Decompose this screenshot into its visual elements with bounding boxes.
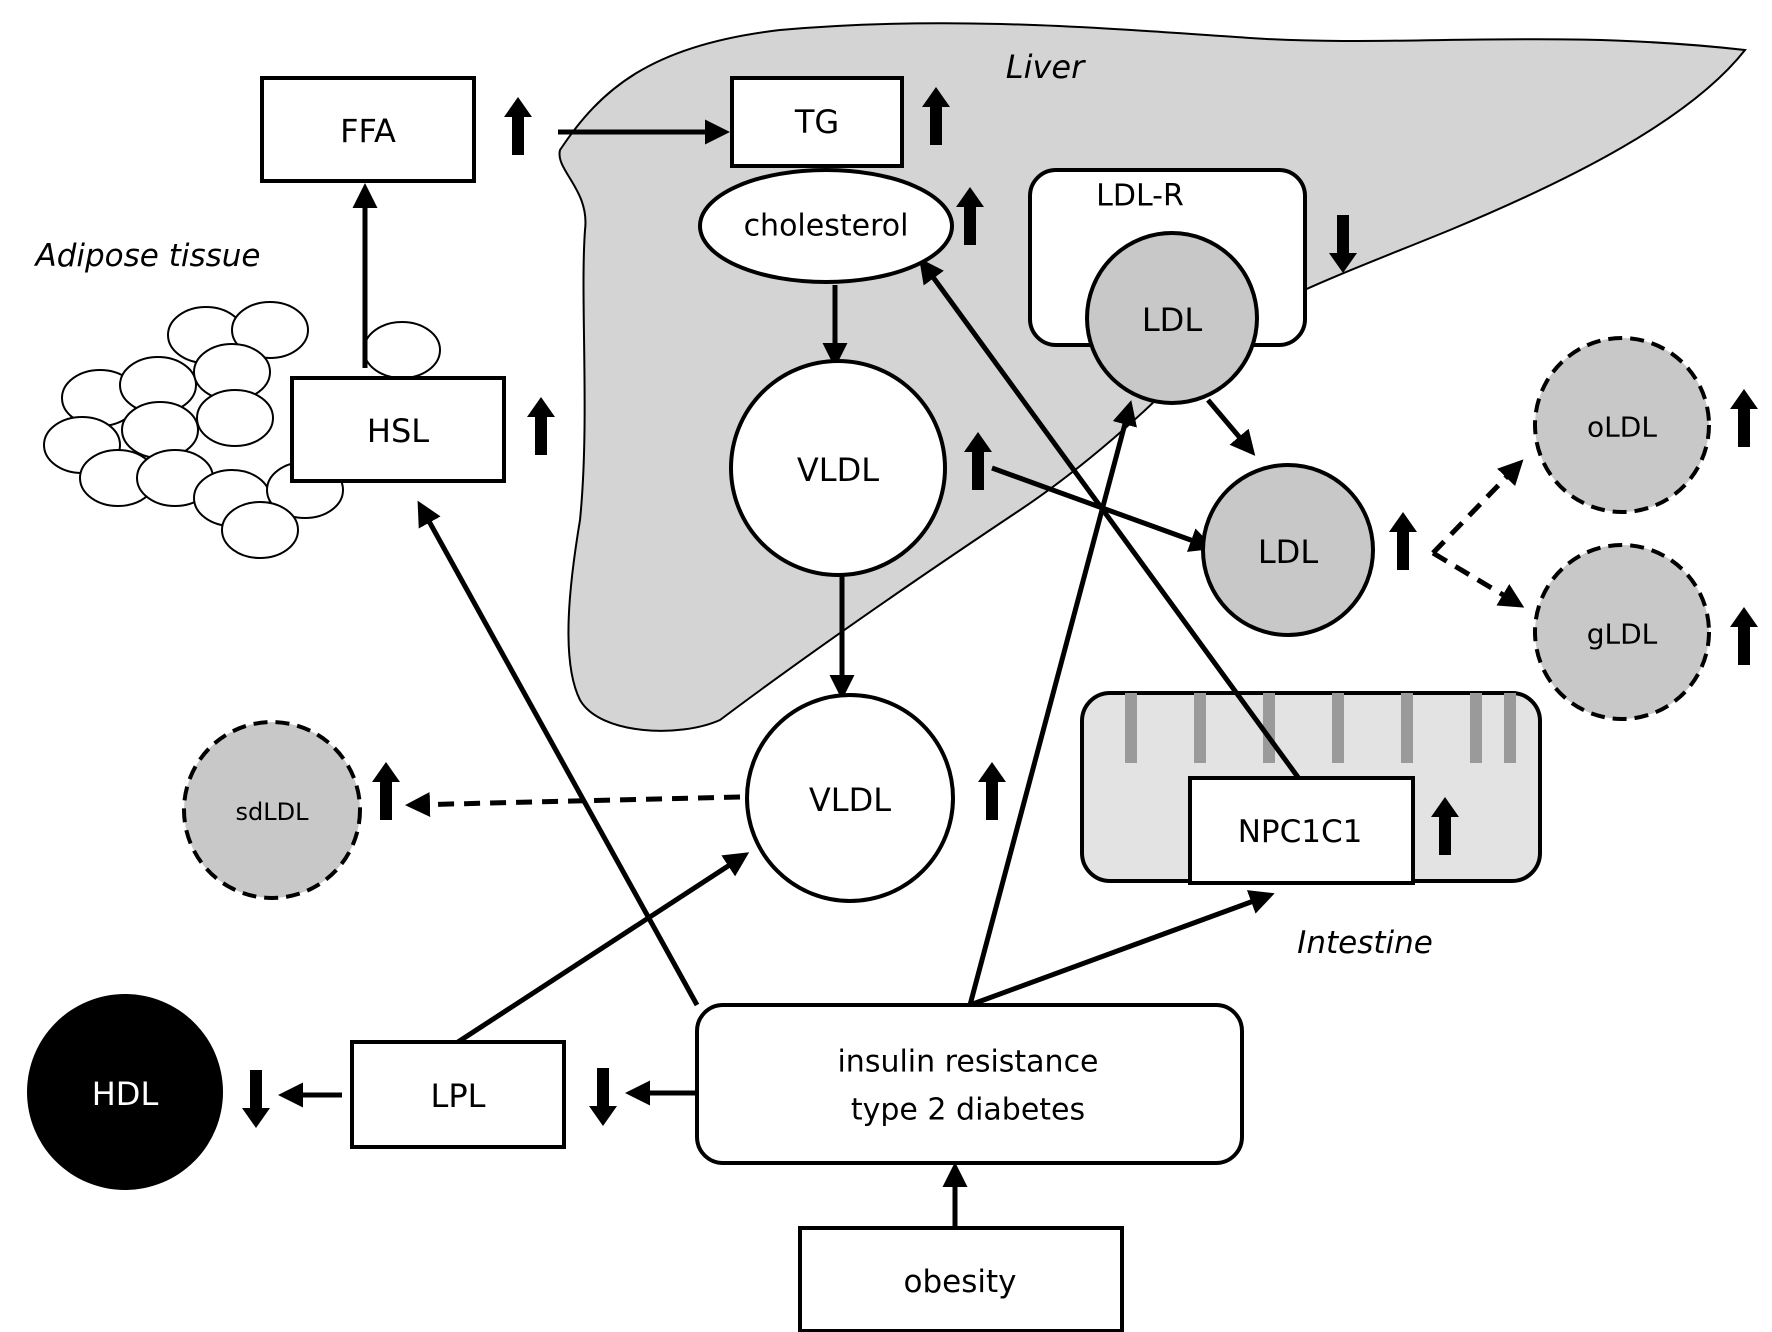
- ldl-receptor-bound-label: LDL: [1142, 301, 1202, 339]
- tg-label: TG: [794, 103, 839, 141]
- oldl-trend-arrow: [1730, 389, 1758, 447]
- npc1c1-to-cholesterol-arrow: [919, 257, 1303, 782]
- npc1c1-box: [1188, 776, 1415, 885]
- sdldl-particle: [182, 720, 362, 900]
- hdl-label: HDL: [92, 1075, 159, 1113]
- hsl-box: [290, 376, 506, 483]
- ffa-label: FFA: [340, 112, 396, 150]
- ldl-blood-trend-arrow: [1389, 512, 1417, 570]
- insulin-to-npc1c1-arrow: [969, 890, 1275, 1008]
- vldl-liver-label: VLDL: [797, 451, 879, 489]
- vldl-to-sdldl-arrow: [405, 792, 741, 818]
- vldl-blood-label: VLDL: [809, 781, 891, 819]
- gldl-particle: [1533, 543, 1711, 721]
- hsl-trend-arrow: [527, 397, 555, 455]
- ldl-blood-label: LDL: [1258, 533, 1318, 571]
- insulin-resistance-box: [695, 1003, 1244, 1165]
- lpl-to-vldl-arrow: [456, 852, 750, 1045]
- sdldl-trend-arrow: [372, 762, 400, 820]
- gldl-label: gLDL: [1587, 618, 1658, 651]
- vldl-blood-trend-arrow: [978, 762, 1006, 820]
- vldl-liver-particle: [729, 359, 947, 577]
- lpl-box: [350, 1040, 566, 1149]
- lpl-label: LPL: [431, 1077, 486, 1115]
- sdldl-label: sdLDL: [236, 798, 310, 826]
- ldl-to-oldl-arrow: [1431, 459, 1524, 555]
- cholesterol-label: cholesterol: [744, 209, 909, 244]
- obesity-box: [798, 1226, 1124, 1332]
- lpl-trend-arrow: [589, 1068, 617, 1126]
- oldl-label: oLDL: [1587, 411, 1657, 444]
- hdl-trend-arrow: [242, 1070, 270, 1128]
- liver-label: Liver: [1006, 48, 1086, 86]
- connectors: [278, 119, 1525, 1227]
- insulin-to-hsl-arrow: [417, 500, 700, 1007]
- tg-box: [730, 76, 904, 168]
- insulin-resistance-line1: insulin resistance: [837, 1045, 1098, 1080]
- adipose-tissue-cells: [43, 301, 441, 559]
- ldl-receptor-label: LDL-R: [1096, 179, 1184, 214]
- gldl-trend-arrow: [1730, 607, 1758, 665]
- vldl-blood-particle: [745, 693, 955, 903]
- npc1c1-label: NPC1C1: [1238, 814, 1363, 850]
- hsl-label: HSL: [367, 412, 429, 450]
- cholesterol-node: [698, 168, 954, 284]
- adipose-tissue-label: Adipose tissue: [33, 238, 260, 274]
- ldl-receptor-to-ldl-arrow: [1206, 398, 1256, 456]
- ffa-box: [260, 76, 476, 183]
- intestine-label: Intestine: [1297, 925, 1433, 961]
- oldl-particle: [1533, 336, 1711, 514]
- obesity-label: obesity: [904, 1264, 1017, 1300]
- insulin-to-ldl-receptor-arrow: [967, 400, 1137, 1006]
- ffa-trend-arrow: [504, 97, 532, 155]
- insulin-resistance-line2: type 2 diabetes: [851, 1093, 1085, 1128]
- ldl-blood-particle: [1201, 463, 1375, 637]
- ldl-to-gldl-arrow: [1431, 550, 1525, 608]
- hdl-particle: [27, 994, 223, 1190]
- ldl-receptor-bound-particle: [1085, 231, 1259, 405]
